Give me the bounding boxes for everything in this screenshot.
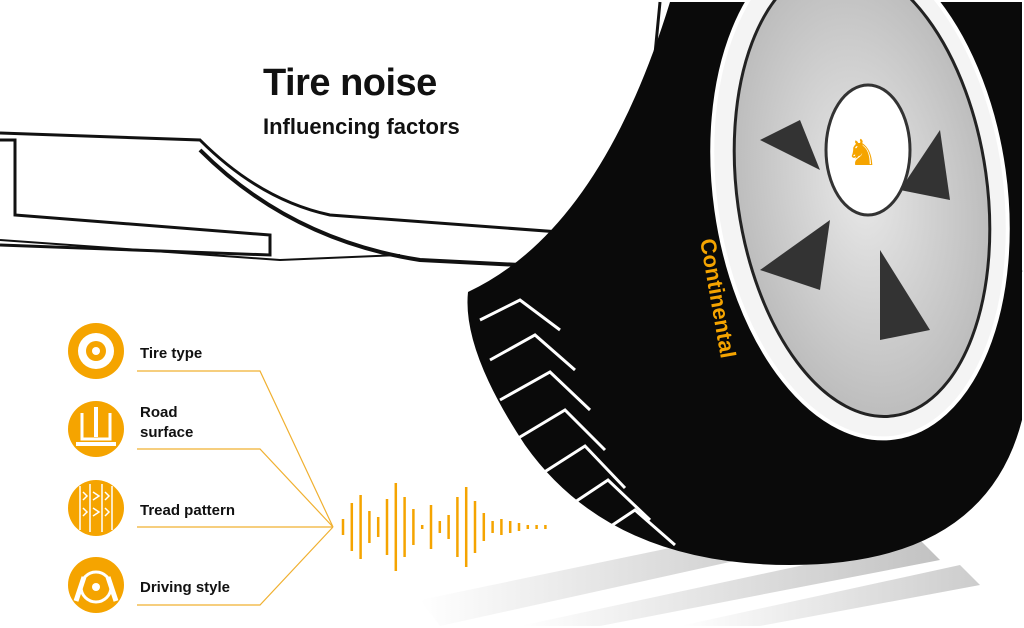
page-title: Tire noise — [263, 62, 437, 104]
horse-logo-icon: ♞ — [846, 132, 878, 173]
driver-icon — [68, 557, 124, 613]
connector-lines — [137, 370, 334, 606]
factor-tire-type: Tire type — [140, 345, 203, 362]
factor-driving-style: Driving style — [140, 579, 231, 596]
tread-grooves — [479, 298, 676, 547]
road-label-line1: Road — [140, 404, 178, 421]
factor-road-surface: Road surface — [140, 403, 193, 443]
page-subtitle: Influencing factors — [263, 114, 460, 139]
tire-icon — [68, 323, 124, 379]
road-icon — [68, 401, 124, 457]
tread-icon — [68, 480, 124, 536]
road-label-line2: surface — [140, 424, 194, 441]
sound-wave — [341, 483, 547, 571]
tire: ♞ Continental — [467, 0, 1022, 565]
factor-tread-pattern: Tread pattern — [140, 502, 236, 519]
hub-cap — [824, 83, 912, 217]
